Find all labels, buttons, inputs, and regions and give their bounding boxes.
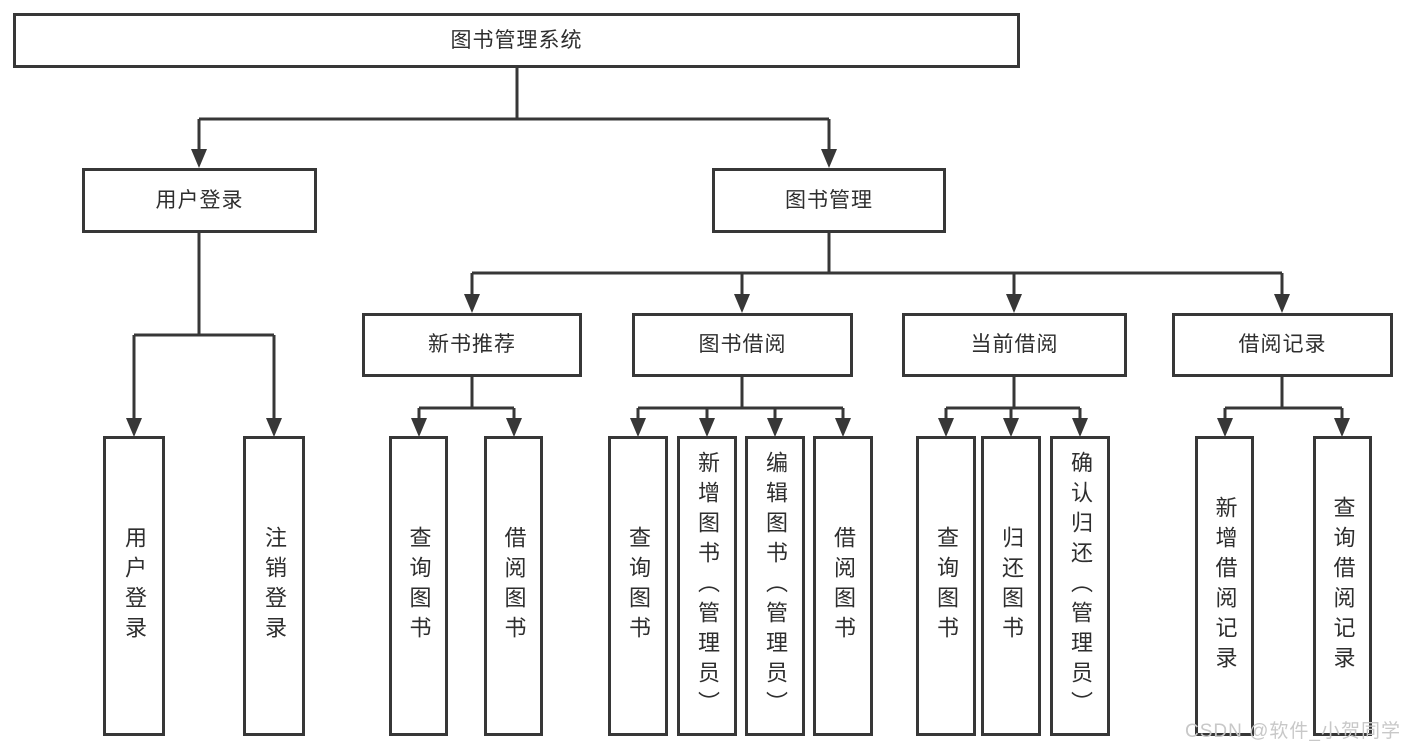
leaf-query-books-current: 查询图书: [916, 436, 976, 736]
node-borrowing-records: 借阅记录: [1172, 313, 1393, 377]
node-new-book-recommend: 新书推荐: [362, 313, 582, 377]
node-library-management-system: 图书管理系统: [13, 13, 1020, 68]
node-book-borrowing: 图书借阅: [632, 313, 853, 377]
leaf-query-books-borrowing: 查询图书: [608, 436, 668, 736]
node-current-borrowing: 当前借阅: [902, 313, 1127, 377]
leaf-add-borrow-record: 新增借阅记录: [1195, 436, 1254, 736]
watermark: CSDN @软件_小贺同学: [1185, 721, 1401, 742]
leaf-user-login: 用户登录: [103, 436, 165, 736]
node-user-login: 用户登录: [82, 168, 317, 233]
leaf-return-books: 归还图书: [981, 436, 1041, 736]
leaf-add-books-admin: 新增图书（管理员）: [677, 436, 737, 736]
leaf-query-borrow-record: 查询借阅记录: [1313, 436, 1372, 736]
leaf-confirm-return-admin: 确认归还（管理员）: [1050, 436, 1110, 736]
node-book-management: 图书管理: [712, 168, 946, 233]
leaf-logout: 注销登录: [243, 436, 305, 736]
leaf-borrow-books-recommend: 借阅图书: [484, 436, 543, 736]
leaf-borrow-books: 借阅图书: [813, 436, 873, 736]
leaf-query-books-recommend: 查询图书: [389, 436, 448, 736]
leaf-edit-books-admin: 编辑图书（管理员）: [745, 436, 805, 736]
